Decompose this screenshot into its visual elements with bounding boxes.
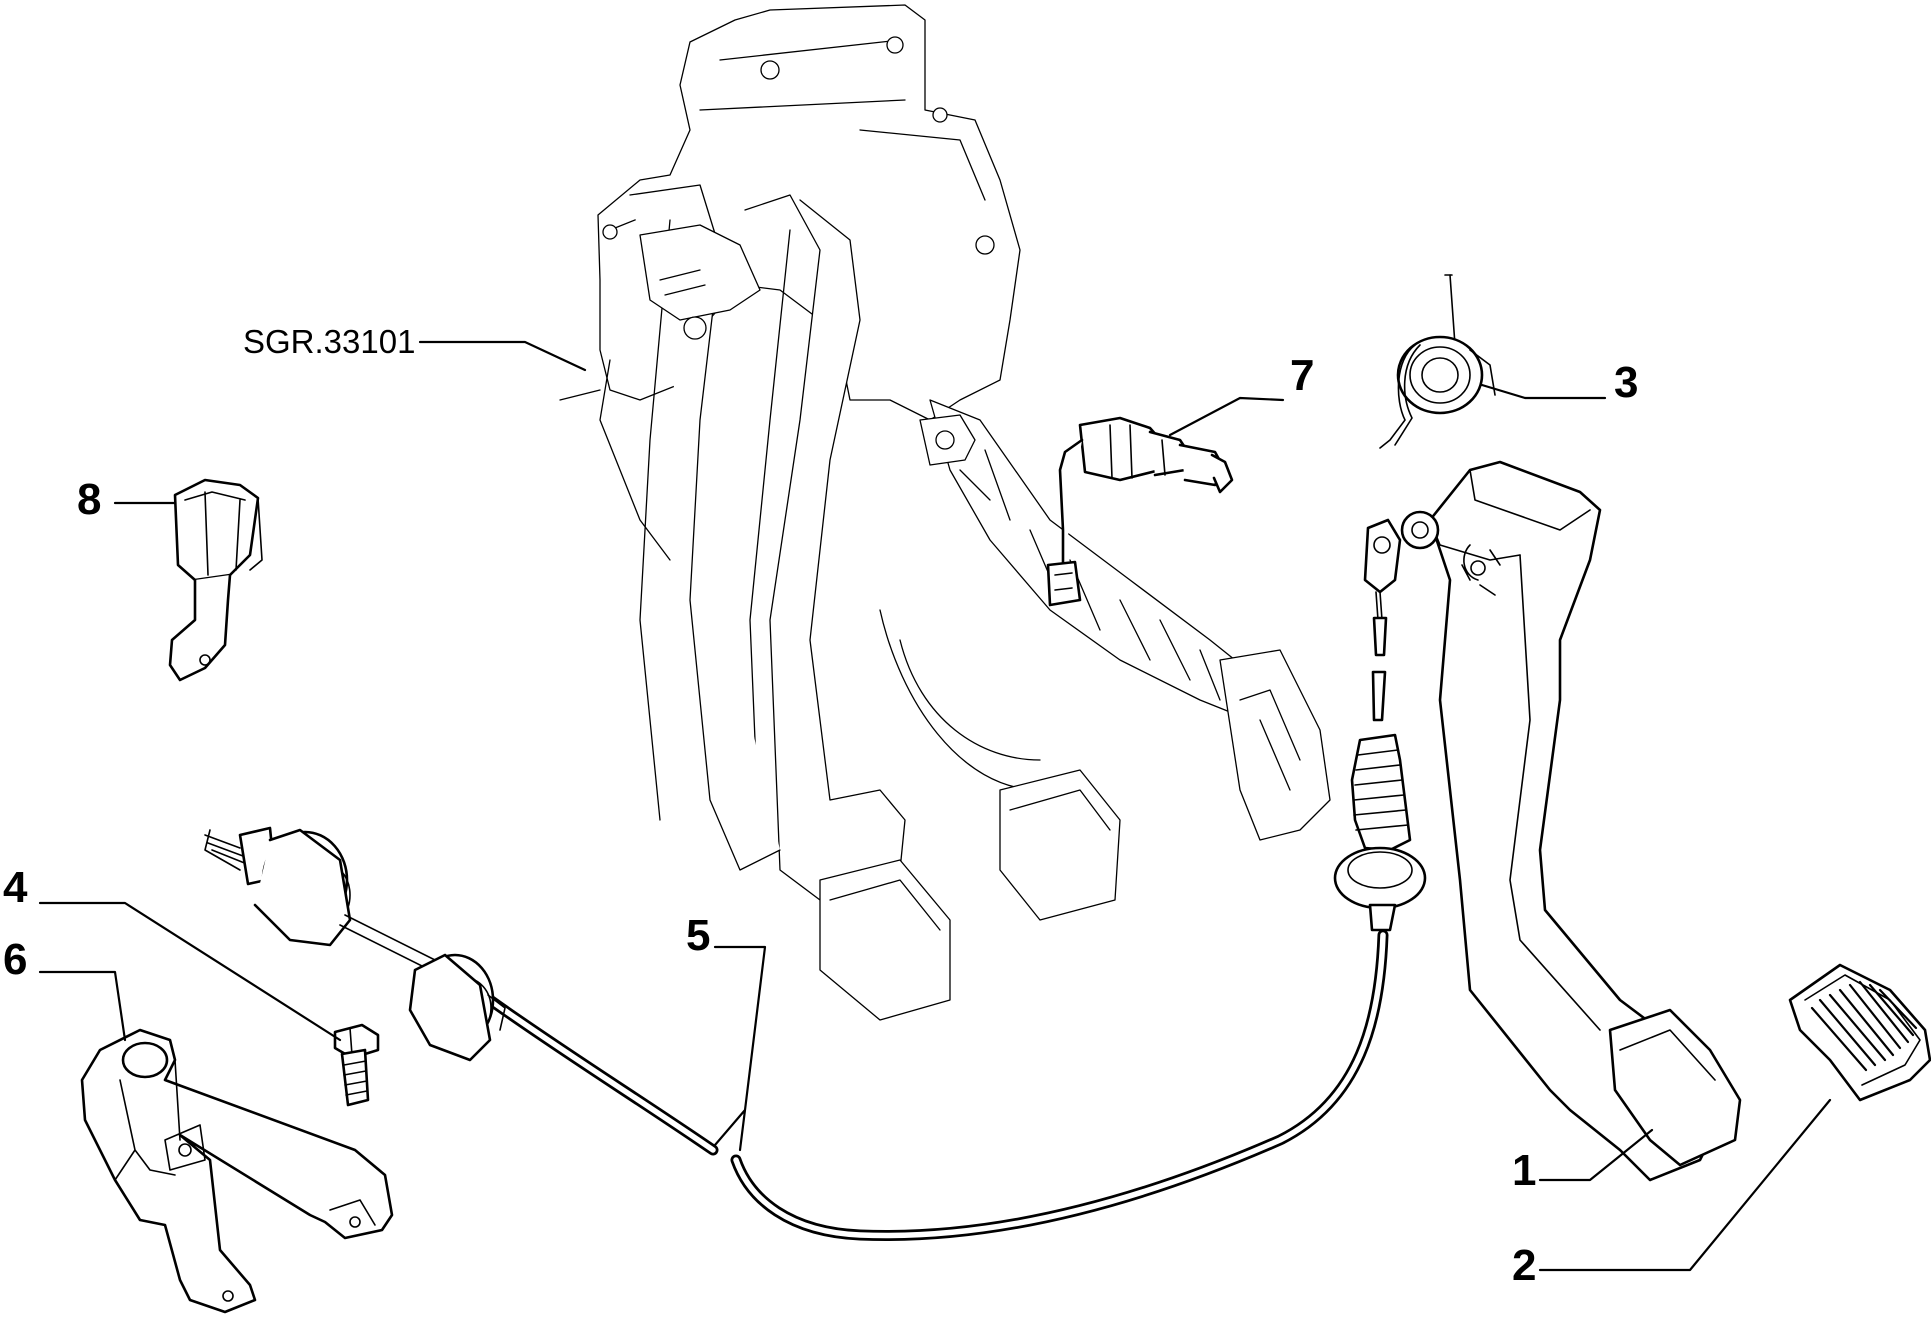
callout-4: 4 (3, 863, 28, 912)
leader-lines (38, 340, 1832, 1272)
leader-ref (418, 340, 587, 372)
callout-2: 2 (1512, 1241, 1536, 1290)
leader-3 (1480, 383, 1607, 400)
part-6-cable-bracket (80, 1028, 394, 1314)
callout-3: 3 (1614, 358, 1638, 407)
reference-label: SGR.33101 (243, 323, 415, 360)
part-4-bolt (333, 1023, 380, 1107)
leader-2 (1538, 1098, 1832, 1272)
leader-4 (38, 901, 342, 1042)
part-7-pedal-switch (1046, 416, 1234, 607)
part-8-clip-bracket (168, 478, 263, 682)
callout-1: 1 (1512, 1146, 1536, 1195)
callout-7: 7 (1290, 351, 1314, 400)
callout-6: 6 (3, 935, 27, 984)
leader-7 (1168, 396, 1285, 437)
callout-labels: SGR.33101 7 3 8 4 6 5 1 2 (3, 323, 1638, 1290)
leader-1 (1538, 1128, 1654, 1182)
callout-5: 5 (686, 911, 710, 960)
part-2-pedal-pad (1788, 963, 1931, 1102)
part-5-control-cable (204, 518, 1427, 1241)
leader-5 (713, 945, 767, 1152)
part-3-return-spring (1379, 274, 1496, 449)
leader-6 (38, 970, 127, 1042)
part-1-pedal-lever (1400, 460, 1742, 1182)
pedal-box-assembly (559, 4, 1331, 1021)
callout-8: 8 (77, 475, 101, 524)
